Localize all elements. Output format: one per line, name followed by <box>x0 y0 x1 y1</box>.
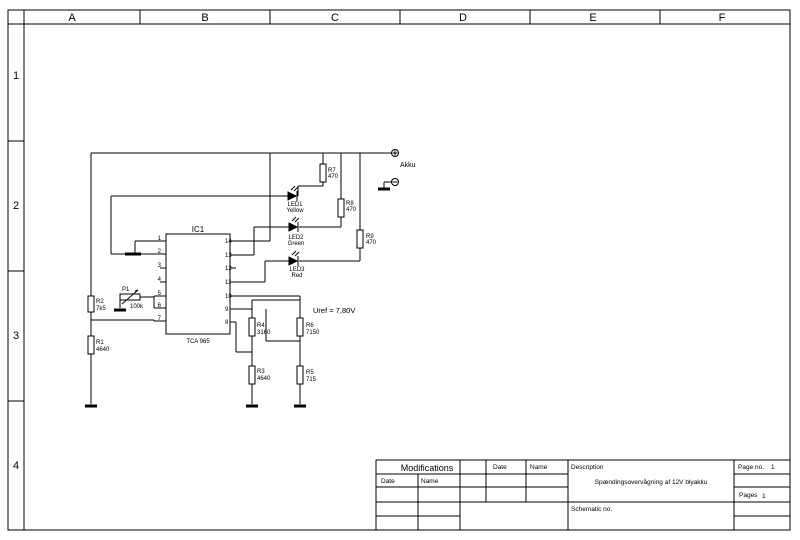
r3-ref-label: R3 <box>257 369 265 375</box>
schematic-no-label: Schematic no. <box>571 506 612 513</box>
row-label-4: 4 <box>13 460 19 472</box>
ic-part-label: TCA 965 <box>186 339 210 345</box>
column-label-d: D <box>459 12 467 24</box>
name-header: Name <box>530 464 548 471</box>
page-no-value: 1 <box>771 464 775 471</box>
r6-value-label: 7150 <box>306 330 320 336</box>
resistor-r4 <box>248 317 256 337</box>
description-text: Spændingsovervågning af 12V blyakku <box>595 478 708 486</box>
resistor-r3 <box>248 365 256 385</box>
r1-value-label: 4640 <box>96 347 110 353</box>
resistor-r2 <box>87 295 95 313</box>
resistor-r9 <box>356 229 364 249</box>
r6-ref-label: R6 <box>306 323 314 329</box>
r9-ref-label: R9 <box>366 234 374 240</box>
resistor-r6 <box>296 317 304 337</box>
column-label-f: F <box>719 12 726 24</box>
page-no-label: Page no. <box>738 464 764 471</box>
pages-label: Pages <box>739 492 758 499</box>
r8-ref-label: R8 <box>346 201 354 207</box>
r3-value-label: 4640 <box>257 376 271 382</box>
uref-label: Uref = 7,80V <box>313 306 355 315</box>
column-label-e: E <box>589 12 596 24</box>
led2-symbol <box>288 216 300 232</box>
led1-ref-label: LED1 <box>287 202 303 208</box>
led1-color-label: Yellow <box>286 208 304 214</box>
resistor-r7 <box>319 163 327 183</box>
description-label: Description <box>571 464 604 471</box>
resistor-r5 <box>296 365 304 385</box>
ic-pin-label-12: 12 <box>225 266 232 272</box>
r7-value-label: 470 <box>328 174 339 180</box>
column-label-a: A <box>68 12 76 24</box>
r1-ref-label: R1 <box>96 340 104 346</box>
r2-ref-label: R2 <box>96 299 104 305</box>
mod-name-header: Name <box>421 478 439 485</box>
r9-value-label: 470 <box>366 240 377 246</box>
ic-pin-label-1: 1 <box>158 236 162 242</box>
ic-ref-label: IC1 <box>192 225 205 234</box>
led1-symbol <box>287 185 299 201</box>
ic-pin-label-9: 9 <box>225 307 229 313</box>
ic-pin-label-8: 8 <box>225 320 229 326</box>
r7-ref-label: R7 <box>328 168 336 174</box>
r4-value-label: 3160 <box>257 330 271 336</box>
title-block <box>375 459 791 531</box>
ic-pin-label-11: 11 <box>225 280 232 286</box>
ic-pin-label-10: 10 <box>225 294 232 300</box>
ic-pin-label-5: 5 <box>158 291 162 297</box>
led2-ref-label: LED2 <box>288 235 304 241</box>
potentiometer-p1 <box>119 289 141 305</box>
supply-minus-terminal <box>391 178 399 186</box>
drawing-frame <box>7 9 791 531</box>
supply-plus-terminal <box>391 149 399 157</box>
date-header: Date <box>493 464 507 471</box>
ic1-body <box>165 233 231 335</box>
ic-pin-label-4: 4 <box>158 277 162 283</box>
r2-value-label: 7k5 <box>96 306 106 312</box>
ic-pin-label-6: 6 <box>158 303 162 309</box>
ic-pin-label-3: 3 <box>158 263 162 269</box>
ic-pin-label-2: 2 <box>158 249 162 255</box>
resistor-r1 <box>87 335 95 355</box>
ic-pin-label-14: 14 <box>225 239 232 245</box>
wires <box>90 152 392 404</box>
mod-date-header: Date <box>381 478 395 485</box>
ic1-pin-leads <box>160 240 236 323</box>
led2-color-label: Green <box>288 241 305 247</box>
pages-value: 1 <box>762 493 766 500</box>
supply-label: Akku <box>400 162 416 169</box>
p1-ref-label: P1 <box>122 287 130 293</box>
r5-ref-label: R5 <box>306 370 314 376</box>
ic-pin-label-7: 7 <box>158 316 162 322</box>
r5-value-label: 715 <box>306 377 317 383</box>
led3-color-label: Red <box>291 273 302 279</box>
ic-pin-label-13: 13 <box>225 253 232 259</box>
led3-ref-label: LED3 <box>289 267 305 273</box>
p1-value-label: 100k <box>130 304 144 310</box>
r8-value-label: 470 <box>346 207 357 213</box>
row-label-2: 2 <box>13 200 19 212</box>
row-label-3: 3 <box>13 330 19 342</box>
resistor-r8 <box>337 198 345 218</box>
modifications-heading: Modifications <box>401 463 454 473</box>
column-label-b: B <box>201 12 208 24</box>
row-label-1: 1 <box>13 70 19 82</box>
column-label-c: C <box>331 12 339 24</box>
r4-ref-label: R4 <box>257 323 265 329</box>
led3-symbol <box>288 250 300 266</box>
